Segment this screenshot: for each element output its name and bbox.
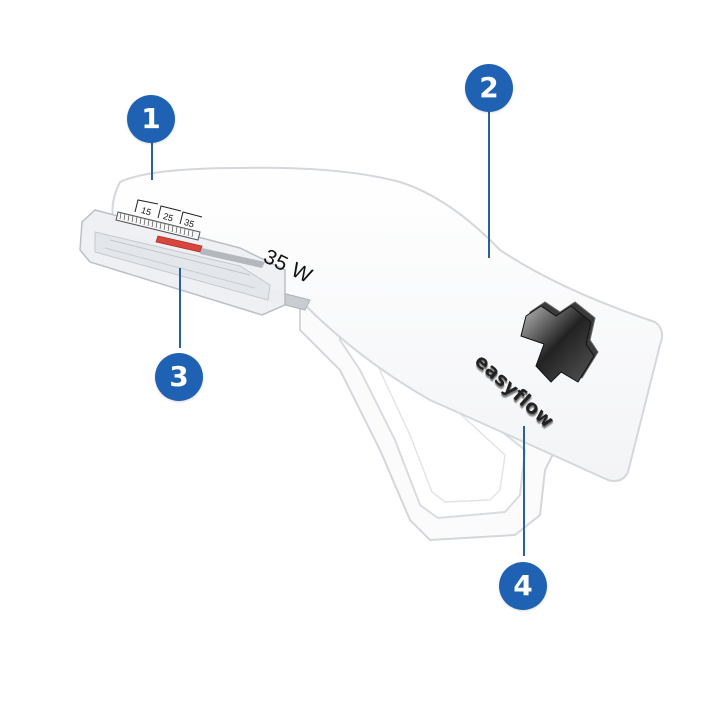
staple-ruler bbox=[115, 211, 201, 241]
staple-cartridge bbox=[79, 199, 286, 316]
callout-badge-2: 2 bbox=[465, 64, 513, 112]
callout-badge-1: 1 bbox=[127, 95, 175, 143]
leader-line-4 bbox=[523, 426, 525, 556]
brand-logo-icon bbox=[520, 301, 599, 383]
leader-line-3 bbox=[179, 268, 181, 348]
leader-line-2 bbox=[488, 110, 490, 258]
count-indicator bbox=[155, 235, 203, 253]
callout-badge-3: 3 bbox=[155, 353, 203, 401]
leader-line-1 bbox=[151, 140, 153, 180]
upper-housing bbox=[111, 166, 664, 482]
callout-badge-4: 4 bbox=[499, 562, 547, 610]
